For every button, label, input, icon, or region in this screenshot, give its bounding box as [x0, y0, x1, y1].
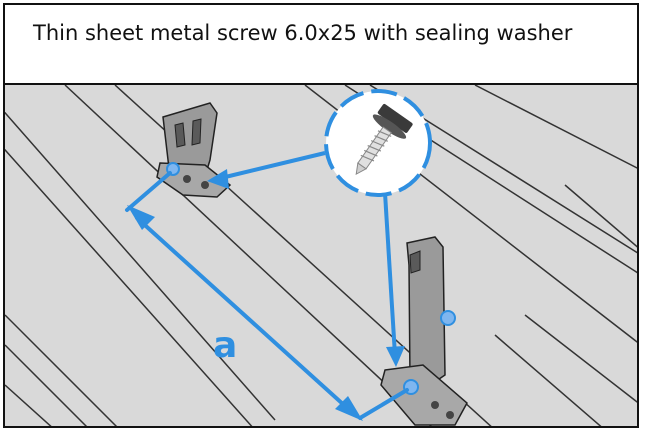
roof-hook-upper — [156, 102, 232, 198]
screw-icon — [324, 89, 432, 197]
dimension-arrowhead-bottom — [335, 396, 363, 421]
pointer-arrowhead-upper — [207, 169, 229, 189]
pointer-arrows — [216, 151, 397, 356]
dimension-label: a — [213, 325, 237, 366]
roof-scene: a — [5, 85, 637, 426]
roof-surface — [5, 85, 637, 426]
dimension-arrowhead-top — [127, 205, 155, 230]
roof-seams — [5, 85, 637, 426]
pointer-arrowhead-lower — [386, 346, 405, 367]
roof-hook-lower — [380, 236, 468, 426]
caption-text: Thin sheet metal screw 6.0x25 with seali… — [33, 21, 573, 45]
diagram-frame: Thin sheet metal screw 6.0x25 with seali… — [3, 3, 639, 428]
caption-box: Thin sheet metal screw 6.0x25 with seali… — [5, 5, 637, 85]
dimension-arrow-icon — [125, 171, 409, 420]
